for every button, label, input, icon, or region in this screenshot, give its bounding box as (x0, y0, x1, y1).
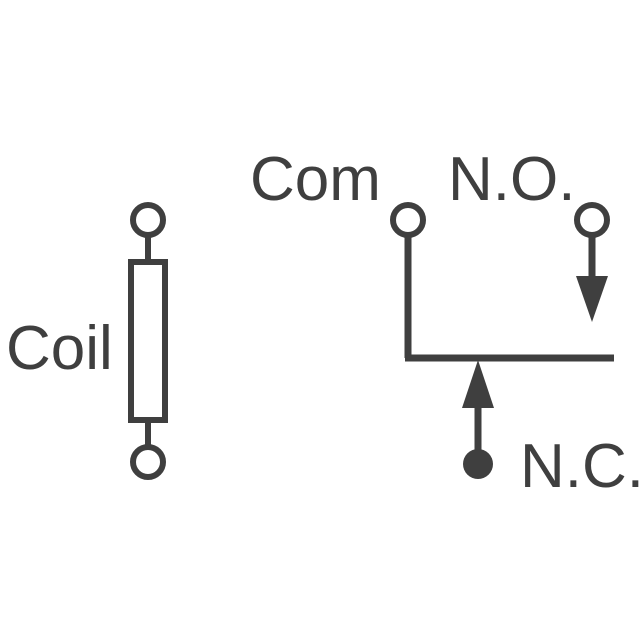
normally-closed-contact: N.C. (462, 360, 640, 501)
common-contact: Com (250, 145, 614, 362)
nc-terminal-dot (463, 449, 493, 479)
no-arrowhead-down-icon (576, 276, 608, 322)
com-terminal-circle (390, 202, 426, 238)
no-terminal-circle (574, 202, 610, 238)
normally-open-contact: N.O. (448, 145, 610, 322)
no-label: N.O. (448, 145, 575, 214)
coil-label: Coil (6, 314, 113, 383)
com-label: Com (250, 145, 381, 214)
nc-arrowhead-up-icon (462, 360, 494, 408)
coil-bottom-terminal-circle (130, 444, 166, 480)
coil-body-rect (128, 259, 168, 423)
coil-top-terminal-circle (130, 202, 166, 238)
nc-label: N.C. (520, 432, 640, 501)
coil-symbol: Coil (6, 202, 168, 480)
